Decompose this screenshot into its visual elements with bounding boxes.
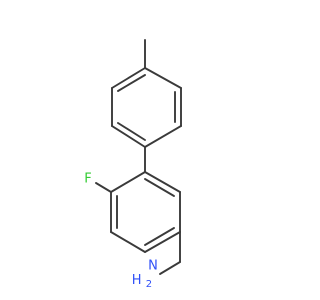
fluorobenzyl-ring: [110, 171, 181, 253]
ring-bond: [144, 125, 182, 148]
ring-double-bond: [117, 74, 146, 92]
ring-bond: [111, 125, 146, 148]
ring-bond: [144, 231, 181, 253]
amine-hydrogen-subscript: 2: [146, 279, 152, 290]
ring-bond: [144, 67, 182, 89]
amine-hydrogen: H: [132, 273, 142, 288]
tolyl-ring: [111, 67, 182, 148]
nitrogen-label: N: [148, 259, 158, 274]
ring-double-bond: [144, 178, 175, 197]
fluorine-label: F: [84, 172, 91, 187]
ring-bond: [144, 171, 181, 193]
ring-bond: [110, 171, 146, 193]
ch2-n-bond: [159, 261, 181, 275]
ring-bond: [110, 231, 146, 253]
chemical-structure: F H 2 N N: [84, 39, 182, 292]
c-f-bond: [95, 182, 112, 193]
ring-bond: [111, 67, 146, 89]
amine-label: H 2 N: [132, 259, 158, 292]
ring-double-bond: [144, 227, 175, 246]
ring-double-bond: [117, 122, 146, 141]
